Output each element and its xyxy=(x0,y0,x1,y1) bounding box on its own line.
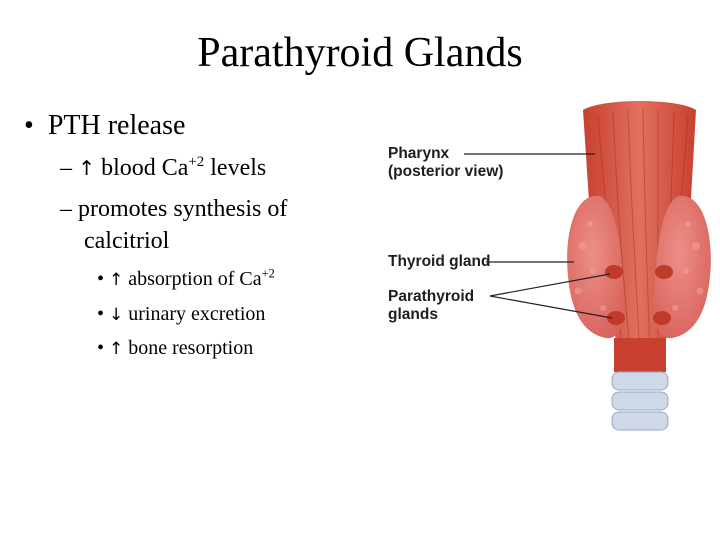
item-urinary-excretion: • ↓ urinary excretion xyxy=(97,301,265,328)
thyroid-illustration xyxy=(464,101,711,431)
parathyroid-upper-right xyxy=(655,265,673,279)
gland-texture xyxy=(574,221,704,311)
dash-marker: – xyxy=(60,196,72,222)
trachea xyxy=(611,371,669,431)
bullet-marker: • xyxy=(97,303,105,325)
label-pharynx: Pharynx xyxy=(388,145,450,162)
sub-bullet-text: calcitriol xyxy=(84,228,170,254)
sub-bullet-calcitriol-cont: calcitriol xyxy=(84,226,169,256)
item-text: absorption of Ca xyxy=(128,268,262,290)
esophagus xyxy=(614,338,666,372)
item-text: bone resorption xyxy=(128,337,254,359)
item-absorption: • ↑ absorption of Ca+2 xyxy=(97,266,275,293)
up-arrow-icon: ↑ xyxy=(78,156,96,180)
thyroid-left-lobe xyxy=(567,195,625,339)
sub-bullet-calcitriol: – promotes synthesis of xyxy=(60,194,287,224)
thyroid-right-lobe xyxy=(653,195,711,339)
bullet-marker: • xyxy=(97,268,105,290)
parathyroid-lower-left xyxy=(607,311,625,325)
bullet-marker: • xyxy=(97,337,105,359)
leader-line-parathyroid xyxy=(489,273,611,297)
trachea-ring xyxy=(611,371,669,391)
superscript: +2 xyxy=(188,154,205,170)
sub-bullet-blood-ca: – ↑ blood Ca+2 levels xyxy=(60,153,266,183)
trachea-ring xyxy=(611,391,669,411)
parathyroid-lower-right xyxy=(653,311,671,325)
bullet-text: PTH release xyxy=(47,110,186,141)
slide-title: Parathyroid Glands xyxy=(197,30,523,76)
sub-bullet-text: blood Ca xyxy=(101,155,189,181)
superscript: +2 xyxy=(261,266,275,281)
up-arrow-icon: ↑ xyxy=(109,270,124,290)
label-parathyroid: Parathyroid xyxy=(388,288,475,305)
up-arrow-icon: ↑ xyxy=(109,339,124,359)
item-text: urinary excretion xyxy=(128,303,266,325)
leader-line-parathyroid-2 xyxy=(489,295,613,319)
trachea-ring xyxy=(611,411,669,431)
sub-bullet-tail: levels xyxy=(210,155,267,181)
down-arrow-icon: ↓ xyxy=(109,305,124,325)
dash-marker: – xyxy=(60,155,72,181)
label-thyroid-gland: Thyroid gland xyxy=(388,253,491,270)
label-pharynx-view: (posterior view) xyxy=(388,163,504,180)
anatomy-figure: Pharynx (posterior view) Thyroid gland P… xyxy=(378,96,720,440)
bullet-pth-release: • PTH release xyxy=(24,110,185,142)
leader-lines xyxy=(464,153,613,319)
label-parathyroid-glands: glands xyxy=(388,306,438,323)
sub-bullet-text: promotes synthesis of xyxy=(78,196,288,222)
bullet-marker: • xyxy=(24,110,34,141)
item-bone-resorption: • ↑ bone resorption xyxy=(97,335,253,362)
parathyroid-upper-left xyxy=(605,265,623,279)
